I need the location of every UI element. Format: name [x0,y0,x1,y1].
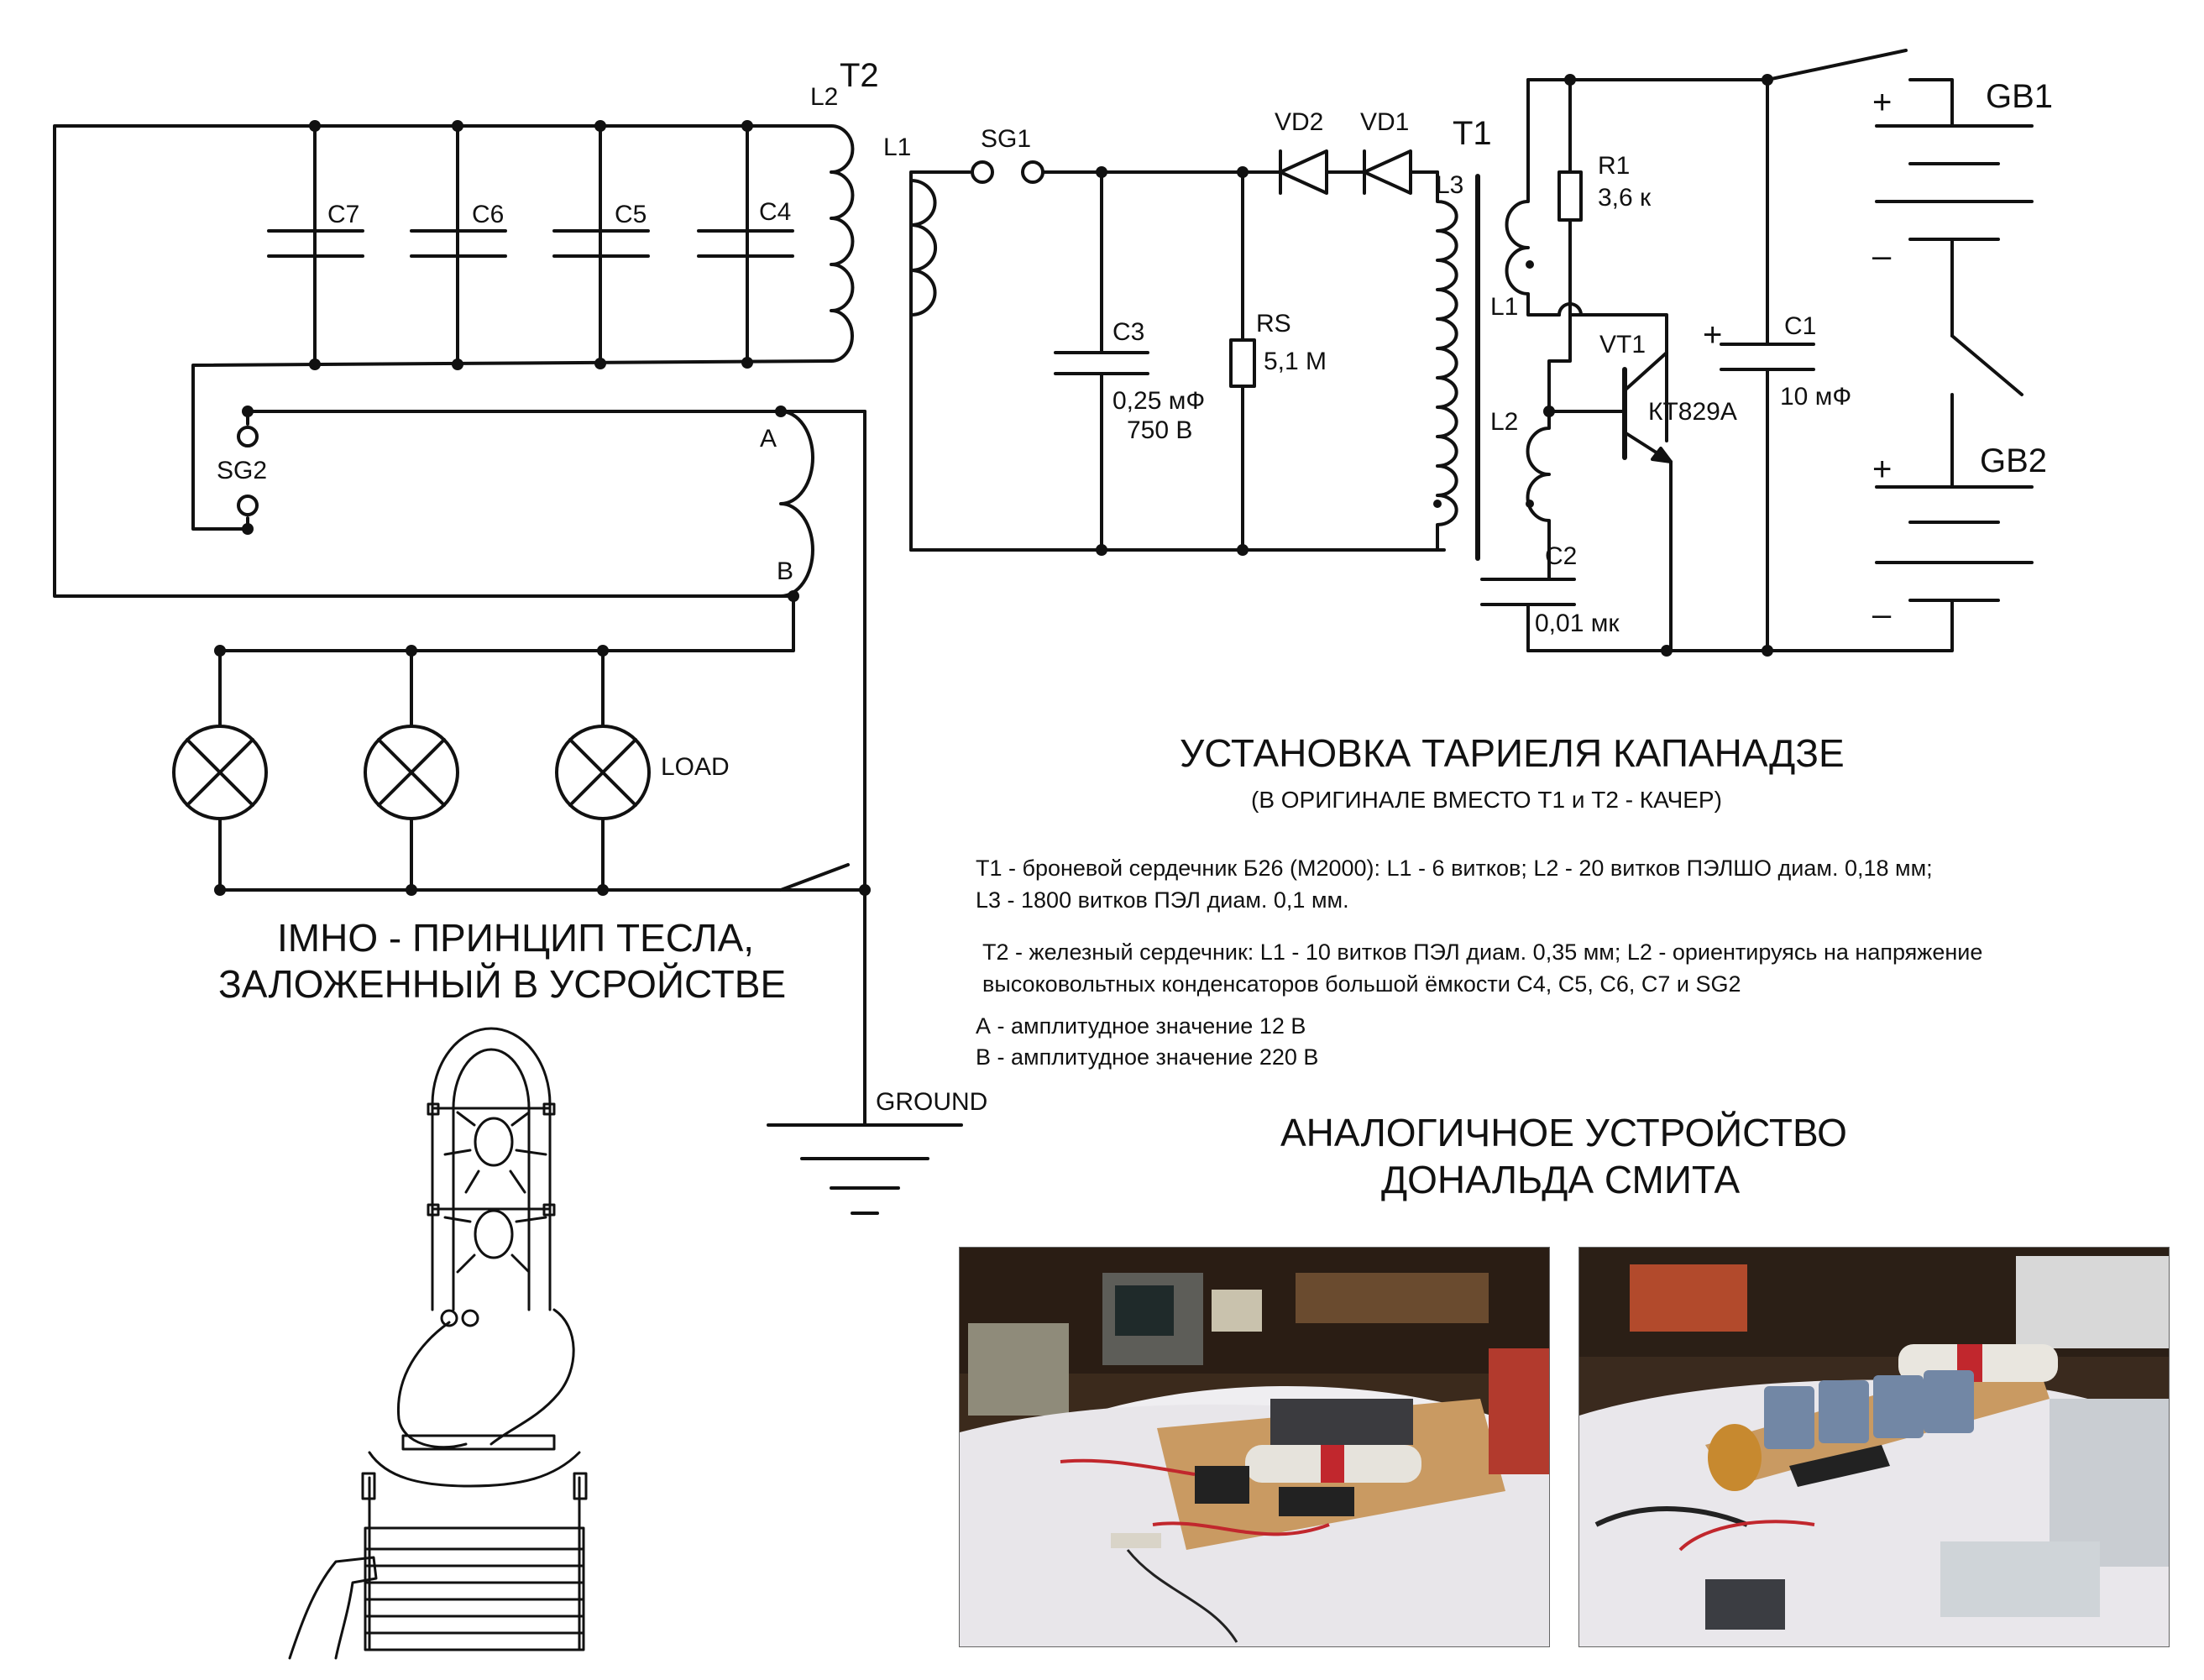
label-gb1-plus: + [1872,84,1892,121]
t2-l1-coil [909,179,937,317]
label-a: A [760,425,777,453]
tank-outer-wire [53,124,833,598]
label-t1-l1: L1 [1490,293,1518,321]
label-c4: C4 [759,198,791,226]
t2-tank-circuit [53,124,963,1215]
ground-wire [779,410,866,1127]
label-vt1: VT1 [1599,331,1646,359]
main-subtitle: (В ОРИГИНАЛЕ ВМЕСТО Т1 и Т2 - КАЧЕР) [1251,787,1722,813]
sg1-electrode-left [971,160,994,184]
label-gb2-minus: – [1872,596,1892,633]
label-c2-value: 0,01 мк [1535,610,1620,637]
diode-vd2 [1279,149,1366,195]
label-c3-voltage: 750 В [1127,416,1192,444]
cap-c4 [697,229,794,258]
point-a-note: А - амплитудное значение 12 В [976,1013,1306,1039]
sg2-electrode-top [237,426,259,447]
transistor-vt1 [1622,317,1673,652]
label-sg2: SG2 [217,457,267,484]
label-sg1: SG1 [981,125,1031,153]
label-rs-value: 5,1 М [1264,348,1327,375]
label-c6: C6 [472,201,504,228]
lamp-1 [172,725,268,820]
base-feed-wire [1547,313,1572,413]
cap-c5 [552,229,650,258]
battery-switch [1950,334,2023,396]
label-b: B [777,557,793,585]
hv-section [909,149,1480,561]
lamp-2 [364,725,459,820]
label-t2-l1: L1 [883,133,911,161]
resistor-r1 [1557,170,1583,222]
label-t1-l2: L2 [1490,408,1518,436]
supply-switch [1766,49,1908,81]
tesla-sketch [288,1027,588,1660]
resistor-rs [1229,338,1256,388]
l1-top-wire [909,170,971,182]
point-b-note: В - амплитудное значение 220 В [976,1044,1319,1070]
lamp-3 [555,725,651,820]
junction-dots [214,74,1773,896]
battery-gb1 [1875,124,2034,241]
t1-l2-coil [1526,410,1551,581]
label-c5: C5 [615,201,647,228]
l1-to-collector-wire [1579,313,1668,442]
t1-l3-coil [1436,170,1458,552]
label-c2: C2 [1545,542,1577,570]
driver-section [1480,49,2034,652]
label-vd1: VD1 [1360,108,1409,136]
label-c1-value: 10 мФ [1780,383,1851,411]
label-t1: T1 [1453,115,1492,152]
load-switch [779,863,850,892]
sg2-electrode-bottom [237,495,259,516]
label-vt1-type: КТ829А [1648,398,1737,426]
ab-coil [779,410,814,598]
tesla-heading-line-1: IMHO - ПРИНЦИП ТЕСЛА, [277,916,755,960]
label-gb2-plus: + [1872,451,1892,488]
label-r1-value: 3,6 к [1598,184,1652,212]
tesla-heading-line-2: ЗАЛОЖЕННЫЙ В УСРОЙСТВЕ [218,962,787,1006]
cap-c6 [410,229,507,258]
smith-heading-line-1: АНАЛОГИЧНОЕ УСТРОЙСТВО [1280,1111,1847,1154]
t2-spec-line-1: Т2 - железный сердечник: L1 - 10 витков … [982,939,1983,965]
label-c7: C7 [327,201,359,228]
gb1-top-wire [1908,78,1954,128]
t2-l2-coil [830,124,855,363]
label-gb2: GB2 [1980,442,2047,479]
battery-gb2 [1875,485,2034,602]
label-gb1: GB1 [1986,78,2053,115]
label-c1-plus: + [1703,317,1722,353]
main-title: УСТАНОВКА ТАРИЕЛЯ КАПАНАДЗЕ [1180,731,1845,775]
label-c3: C3 [1112,318,1144,346]
t1-spec-line-1: Т1 - броневой сердечник Б26 (М2000): L1 … [976,856,1933,881]
sg1-electrode-right [1021,160,1044,184]
smith-heading-line-2: ДОНАЛЬДА СМИТА [1381,1158,1741,1201]
label-load: LOAD [661,753,730,781]
label-rs: RS [1256,310,1291,338]
label-c1: C1 [1784,312,1816,340]
wire-crossover [1557,302,1583,317]
label-c3-value: 0,25 мФ [1112,387,1205,415]
label-r1: R1 [1598,152,1630,180]
smith-device-photo-left [959,1247,1550,1647]
label-ground: GROUND [876,1088,987,1116]
label-t2: T2 [840,57,879,94]
ground-symbol [767,1123,963,1215]
smith-device-photo-right [1578,1247,2170,1647]
cap-c7 [267,229,364,258]
label-t2-l2: L2 [810,83,838,111]
label-l3: L3 [1436,171,1463,199]
label-vd2: VD2 [1275,108,1323,136]
load-top-wire [218,594,795,652]
t2-spec-line-2: высоковольтных конденсаторов большой ёмк… [982,971,1741,997]
r1-bottom-wire [1568,218,1582,317]
diode-vd1 [1363,149,1439,195]
tank-bottom-rail [191,359,833,531]
t1-spec-line-2: L3 - 1800 витков ПЭЛ диам. 0,1 мм. [976,887,1349,913]
label-gb1-minus: – [1872,238,1892,275]
t1-l1-coil [1505,78,1561,317]
